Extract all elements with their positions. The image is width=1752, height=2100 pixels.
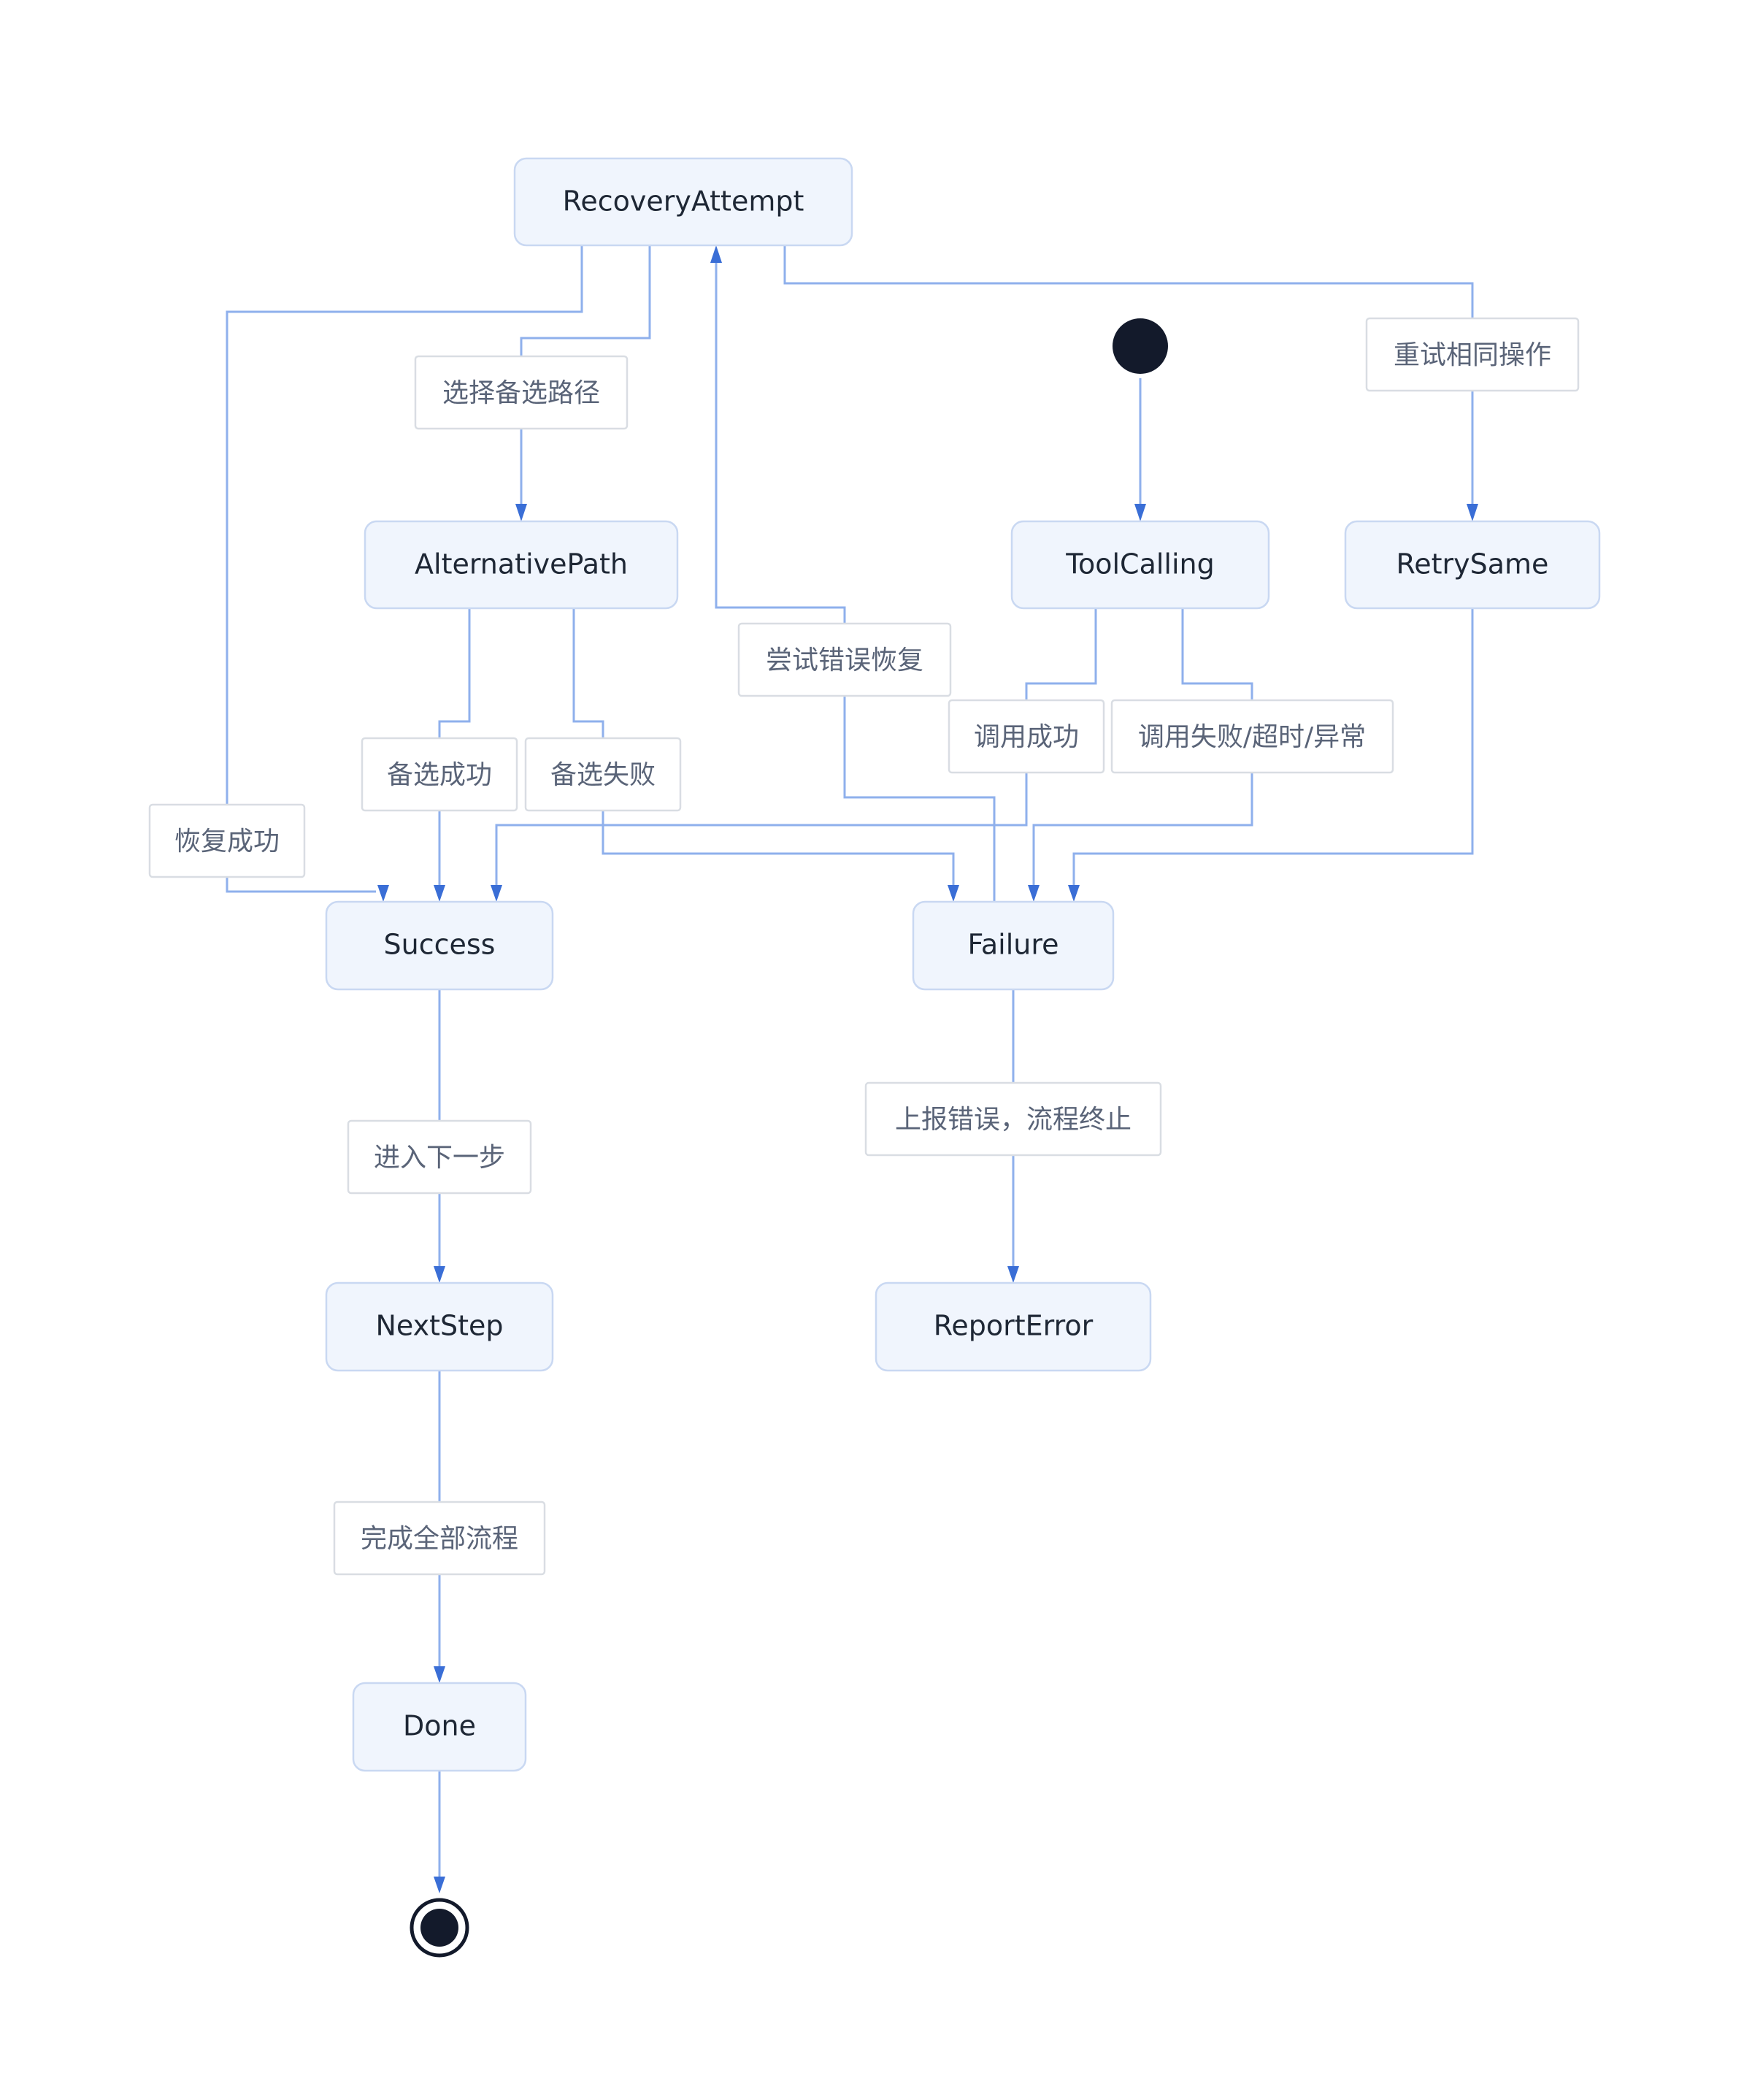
svg-text:完成全部流程: 完成全部流程: [361, 1524, 518, 1554]
label-retry-same-op: 重试相同操作: [1365, 317, 1580, 392]
state-done: Done: [352, 1682, 527, 1772]
label-next: 进入下一步: [347, 1119, 532, 1195]
svg-text:上报错误，流程终止: 上报错误，流程终止: [895, 1105, 1132, 1135]
svg-text:RecoveryAttempt: RecoveryAttempt: [563, 185, 804, 218]
arrowhead-nextstep: [434, 1266, 445, 1283]
svg-text:ToolCalling: ToolCalling: [1065, 548, 1215, 580]
state-failure: Failure: [912, 900, 1115, 991]
arrowhead-failure-retry: [1068, 885, 1080, 902]
arrowhead-success-recovery: [377, 885, 389, 902]
arrowhead-recovery: [710, 245, 722, 263]
svg-text:NextStep: NextStep: [375, 1310, 503, 1342]
arrowhead-end: [434, 1877, 445, 1893]
end-marker: [410, 1898, 469, 1958]
label-choose-alternative: 选择备选路径: [414, 355, 629, 430]
state-recovery-attempt: RecoveryAttempt: [513, 157, 853, 247]
svg-text:Success: Success: [384, 929, 496, 961]
label-call-failed: 调用失败/超时/异常: [1110, 699, 1394, 774]
state-report-error: ReportError: [875, 1281, 1152, 1372]
label-alt-failed: 备选失败: [524, 737, 682, 812]
arrowhead-failure-alternative: [948, 885, 959, 902]
arrowhead-retry: [1467, 504, 1478, 521]
svg-text:Failure: Failure: [967, 929, 1058, 961]
svg-text:RetrySame: RetrySame: [1396, 548, 1549, 580]
edge-labels: 选择备选路径 重试相同操作 尝试错误恢复 调用成功 调用失败/超时/异常 备选成…: [148, 317, 1580, 1576]
arrowhead-alternative: [515, 504, 527, 521]
edge-retry-failure: [1072, 608, 1474, 889]
arrowhead-success-alternative: [434, 885, 445, 902]
states: RecoveryAttempt AlternativePath ToolCall…: [325, 157, 1601, 1772]
state-alternative-path: AlternativePath: [364, 520, 679, 610]
svg-text:选择备选路径: 选择备选路径: [442, 378, 600, 408]
arrowhead-failure-toolcalling: [1028, 885, 1040, 902]
state-tool-calling: ToolCalling: [1010, 520, 1270, 610]
svg-text:ReportError: ReportError: [934, 1310, 1094, 1342]
svg-text:调用成功: 调用成功: [974, 722, 1079, 752]
svg-text:恢复成功: 恢复成功: [174, 827, 280, 857]
state-retry-same: RetrySame: [1344, 520, 1601, 610]
edges: [226, 245, 1474, 1880]
svg-text:备选成功: 备选成功: [387, 760, 492, 790]
svg-text:重试相同操作: 重试相同操作: [1394, 340, 1551, 370]
label-report: 上报错误，流程终止: [864, 1081, 1162, 1157]
start-marker: [1113, 318, 1168, 374]
edge-recovery-retry: [783, 245, 1474, 507]
svg-text:Done: Done: [403, 1710, 476, 1742]
arrowhead-toolcalling: [1134, 504, 1146, 521]
svg-text:AlternativePath: AlternativePath: [415, 548, 628, 580]
edge-recovery-success: [226, 245, 583, 893]
svg-text:进入下一步: 进入下一步: [374, 1143, 505, 1173]
label-call-success: 调用成功: [948, 699, 1105, 774]
svg-text:尝试错误恢复: 尝试错误恢复: [766, 645, 923, 675]
svg-text:调用失败/超时/异常: 调用失败/超时/异常: [1138, 722, 1366, 752]
arrowhead-success-toolcalling: [491, 885, 502, 902]
svg-text:备选失败: 备选失败: [550, 760, 656, 790]
arrowheads: [377, 245, 1478, 1893]
label-alt-success: 备选成功: [361, 737, 518, 812]
label-complete: 完成全部流程: [333, 1501, 546, 1576]
state-success: Success: [325, 900, 554, 991]
label-recovery-success: 恢复成功: [148, 803, 306, 878]
state-next-step: NextStep: [325, 1281, 554, 1372]
arrowhead-done: [434, 1666, 445, 1683]
arrowhead-report: [1007, 1266, 1019, 1283]
label-try-recovery: 尝试错误恢复: [737, 622, 952, 697]
edge-failure-recovery: [715, 259, 996, 902]
